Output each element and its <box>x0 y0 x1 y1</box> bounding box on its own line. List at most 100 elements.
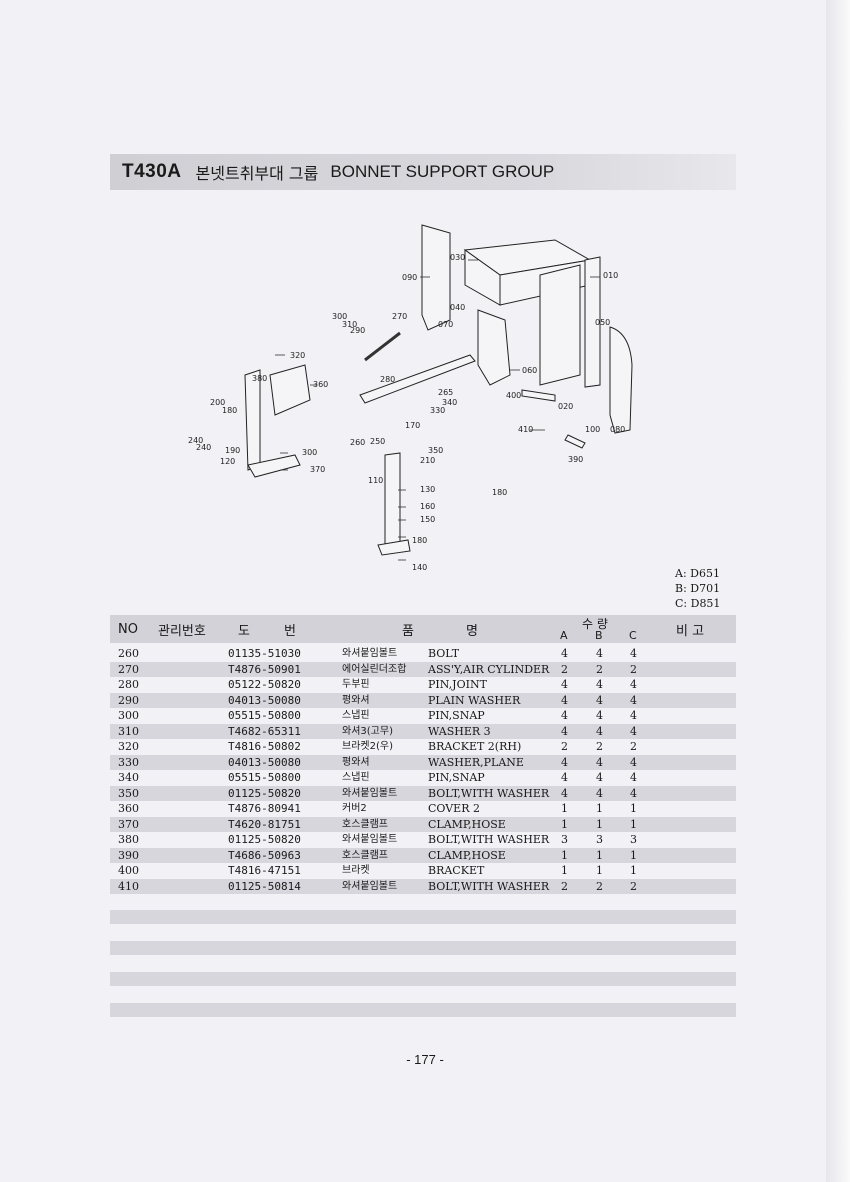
cell-ko: 스냅핀 <box>342 772 370 783</box>
cell-ko: 와셔붙임볼트 <box>342 880 398 892</box>
cell-no: 410 <box>118 879 139 893</box>
cell-a: 2 <box>561 740 568 753</box>
header-c: C <box>629 629 637 642</box>
cell-ko: 평와셔 <box>342 694 370 706</box>
svg-text:340: 340 <box>442 398 457 407</box>
svg-text:180: 180 <box>492 488 507 497</box>
leader-lines <box>275 259 600 561</box>
cell-no: 350 <box>118 786 139 800</box>
cell-a: 4 <box>561 771 568 784</box>
cell-a: 2 <box>561 662 568 676</box>
cell-ko: 에어실린더조합 <box>342 663 407 675</box>
cell-a: 1 <box>561 864 568 877</box>
cell-b: 4 <box>596 724 603 738</box>
svg-text:100: 100 <box>585 425 600 434</box>
svg-text:090: 090 <box>402 273 417 282</box>
header-remark: 비 고 <box>676 624 705 639</box>
cell-en: COVER 2 <box>428 802 480 815</box>
table-header: NO 관리번호 도 번 품 명 수 량 A B C 비 고 <box>110 615 736 643</box>
cell-en: BOLT,WITH WASHER <box>428 833 550 846</box>
cell-a: 4 <box>561 786 568 800</box>
cell-en: WASHER 3 <box>428 724 491 738</box>
cell-en: CLAMP,HOSE <box>428 817 506 831</box>
cell-b: 1 <box>596 848 603 862</box>
cell-part: T4876-50901 <box>228 662 301 676</box>
svg-text:320: 320 <box>290 351 305 360</box>
cell-part: 01125-50814 <box>228 879 301 893</box>
svg-text:180: 180 <box>222 406 237 415</box>
model-legend: A: D651 B: D701 C: D851 <box>675 566 720 611</box>
cell-en: BOLT,WITH WASHER <box>428 786 550 800</box>
left-upright <box>244 369 261 471</box>
post-110 <box>384 452 401 548</box>
cell-ko: 브라켓 <box>342 865 370 876</box>
svg-text:170: 170 <box>405 421 420 430</box>
cell-b: 4 <box>596 647 603 660</box>
cell-part: T4816-50802 <box>228 740 301 753</box>
cell-c: 2 <box>630 879 637 893</box>
svg-text:130: 130 <box>420 485 435 494</box>
svg-text:330: 330 <box>430 406 445 415</box>
svg-text:280: 280 <box>380 375 395 384</box>
svg-text:070: 070 <box>438 320 453 329</box>
cell-no: 330 <box>118 755 139 769</box>
cell-en: CLAMP,HOSE <box>428 848 506 862</box>
svg-text:240: 240 <box>188 436 203 445</box>
cell-en: BOLT,WITH WASHER <box>428 879 550 893</box>
empty-row-stripe <box>110 941 736 955</box>
title-korean: 본넷트취부대 그룹 <box>195 164 319 183</box>
svg-text:265: 265 <box>438 388 453 397</box>
svg-text:050: 050 <box>595 318 610 327</box>
cell-c: 4 <box>630 771 637 784</box>
svg-text:350: 350 <box>428 446 443 455</box>
crossbar <box>359 354 476 404</box>
cell-no: 270 <box>118 662 139 676</box>
cell-part: T4682-65311 <box>228 724 301 738</box>
model-a: A: D651 <box>675 567 720 580</box>
cell-en: BRACKET <box>428 864 485 877</box>
cell-c: 4 <box>630 693 637 707</box>
cell-en: PIN,SNAP <box>428 771 485 784</box>
svg-text:240: 240 <box>196 443 211 452</box>
cell-c: 4 <box>630 709 637 722</box>
cell-c: 3 <box>630 833 637 846</box>
cell-a: 4 <box>561 647 568 660</box>
cell-b: 1 <box>596 864 603 877</box>
cell-ko: 커버2 <box>342 803 367 814</box>
cell-part: 04013-50080 <box>228 693 301 707</box>
svg-text:410: 410 <box>518 425 533 434</box>
cell-en: WASHER,PLANE <box>428 755 524 769</box>
page-number: - 177 - <box>406 1052 444 1067</box>
cell-no: 280 <box>118 678 139 691</box>
title-bar: T430A 본넷트취부대 그룹 BONNET SUPPORT GROUP <box>110 154 736 190</box>
model-b: B: D701 <box>675 582 721 595</box>
cell-no: 340 <box>118 771 139 784</box>
cell-no: 390 <box>118 848 139 862</box>
cell-part: 01125-50820 <box>228 786 301 800</box>
cell-a: 4 <box>561 709 568 722</box>
svg-text:080: 080 <box>610 425 625 434</box>
svg-text:370: 370 <box>310 465 325 474</box>
cell-no: 260 <box>118 647 139 660</box>
cell-b: 2 <box>596 740 603 753</box>
main-frame <box>463 239 601 388</box>
cell-b: 4 <box>596 678 603 691</box>
svg-text:380: 380 <box>252 374 267 383</box>
cell-b: 4 <box>596 786 603 800</box>
cell-b: 1 <box>596 802 603 815</box>
cell-ko: 호스클램프 <box>342 818 388 830</box>
svg-text:010: 010 <box>603 271 618 280</box>
cell-no: 380 <box>118 833 139 846</box>
cell-a: 2 <box>561 879 568 893</box>
air-cylinder-270 <box>364 331 401 362</box>
cell-no: 370 <box>118 817 139 831</box>
cell-c: 1 <box>630 864 637 877</box>
cell-a: 1 <box>561 817 568 831</box>
